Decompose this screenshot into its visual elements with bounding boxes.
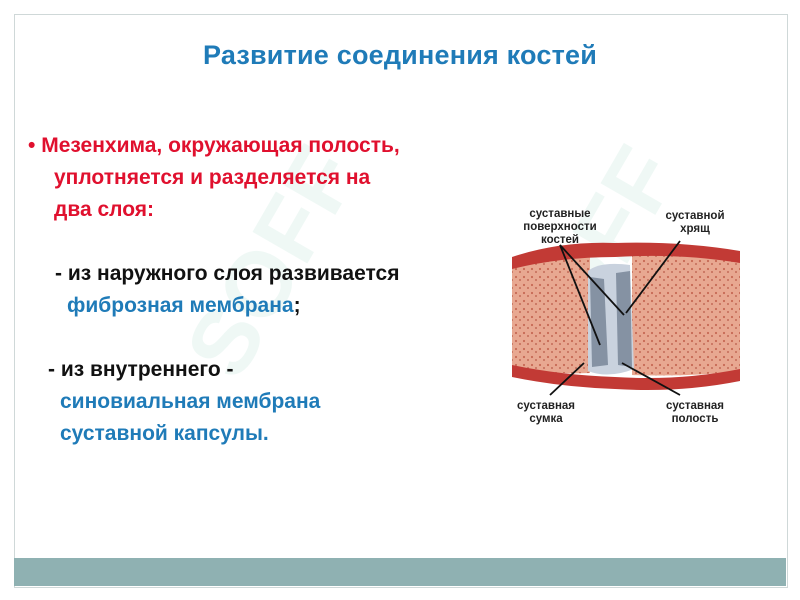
label-line: суставные	[529, 208, 591, 220]
pointer-surfaces-1	[559, 244, 601, 346]
label-line: суставной	[665, 210, 725, 222]
label-line: хрящ	[680, 223, 710, 235]
left-cartilage	[590, 277, 608, 367]
bullet: •	[28, 134, 36, 157]
pointer-surfaces-2	[559, 244, 625, 316]
label-line: полость	[671, 413, 719, 425]
outer-layer-line: - из наружного слоя развивается	[55, 262, 400, 285]
inner-layer-line: - из внутреннего -	[48, 358, 234, 381]
label-articular-surfaces: суставные поверхности костей	[510, 208, 610, 247]
pointer-cartilage	[625, 240, 681, 314]
footer-bar	[14, 558, 786, 586]
label-cartilage: суставной хрящ	[650, 210, 740, 236]
pointer-cavity	[621, 362, 681, 396]
label-capsule: суставная сумка	[506, 400, 586, 426]
label-line: костей	[541, 234, 579, 246]
capsule-top	[512, 242, 740, 269]
right-cartilage	[616, 271, 632, 367]
intro-line-1: • Мезенхима, окружающая полость,	[28, 131, 400, 161]
joint-diagram: суставные поверхности костей суставной х…	[490, 195, 750, 435]
right-bone	[632, 249, 740, 376]
label-line: суставная	[516, 400, 576, 412]
label-line: суставная	[665, 400, 725, 412]
capsule-bottom	[512, 365, 740, 390]
pointer-capsule	[549, 362, 585, 396]
joint-illustration	[512, 240, 740, 396]
fibrous-membrane-term: фиброзная мембрана	[67, 294, 294, 317]
intro-line-3: два слоя:	[54, 198, 155, 221]
label-line: сумка	[529, 413, 563, 425]
slide-title: Развитие соединения костей	[202, 40, 598, 70]
joint-capsule-term: суставной капсулы.	[60, 422, 269, 445]
synovial-membrane-term: синовиальная мембрана	[60, 390, 321, 413]
label-cavity: суставная полость	[650, 400, 740, 426]
intro-text-1: Мезенхима, окружающая полость,	[41, 134, 400, 157]
fibrous-membrane-line: фиброзная мембрана;	[67, 291, 301, 321]
intro-line-2: уплотняется и разделяется на	[54, 166, 371, 189]
semicolon: ;	[293, 294, 301, 317]
left-bone	[512, 253, 590, 374]
label-line: поверхности	[523, 221, 597, 233]
